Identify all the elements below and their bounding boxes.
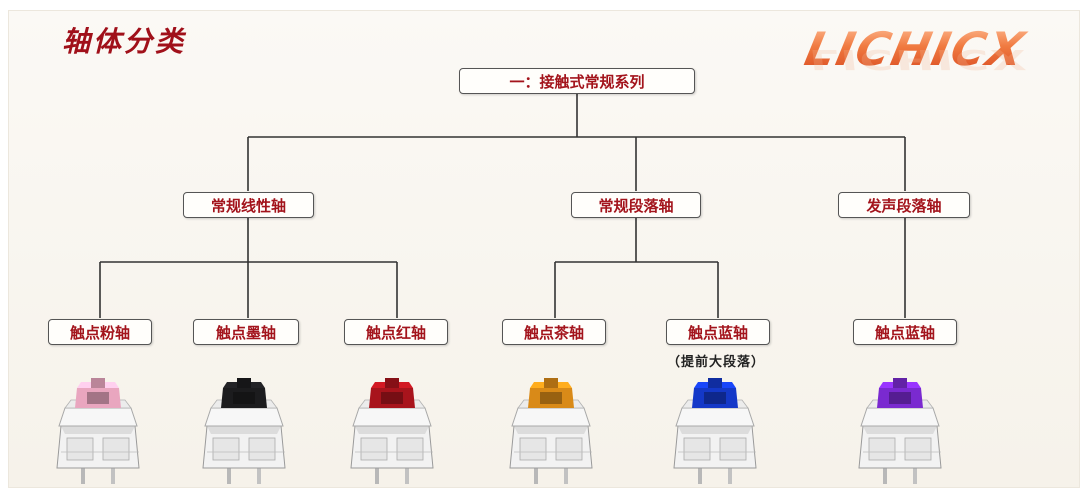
blue-switch-icon — [673, 378, 757, 484]
brown-switch-icon — [509, 378, 593, 484]
switch-label-red: 触点红轴 — [344, 319, 448, 345]
switch-label-purple: 触点蓝轴 — [853, 319, 957, 345]
black-switch-icon — [202, 378, 286, 484]
purple-switch-icon — [858, 378, 942, 484]
pink-switch-icon — [56, 378, 140, 484]
root-node: 一：接触式常规系列 — [459, 68, 695, 94]
switch-note: （提前大段落） — [667, 355, 766, 370]
switch-label-pink: 触点粉轴 — [48, 319, 152, 345]
page-title: 轴体分类 — [62, 25, 187, 58]
red-switch-icon — [350, 378, 434, 484]
category-linear: 常规线性轴 — [183, 192, 314, 218]
switch-label-brown: 触点茶轴 — [502, 319, 606, 345]
switch-label-blue: 触点蓝轴 — [666, 319, 770, 345]
switch-label-black: 触点墨轴 — [193, 319, 299, 345]
category-tactile: 常规段落轴 — [571, 192, 701, 218]
category-clicky: 发声段落轴 — [838, 192, 970, 218]
